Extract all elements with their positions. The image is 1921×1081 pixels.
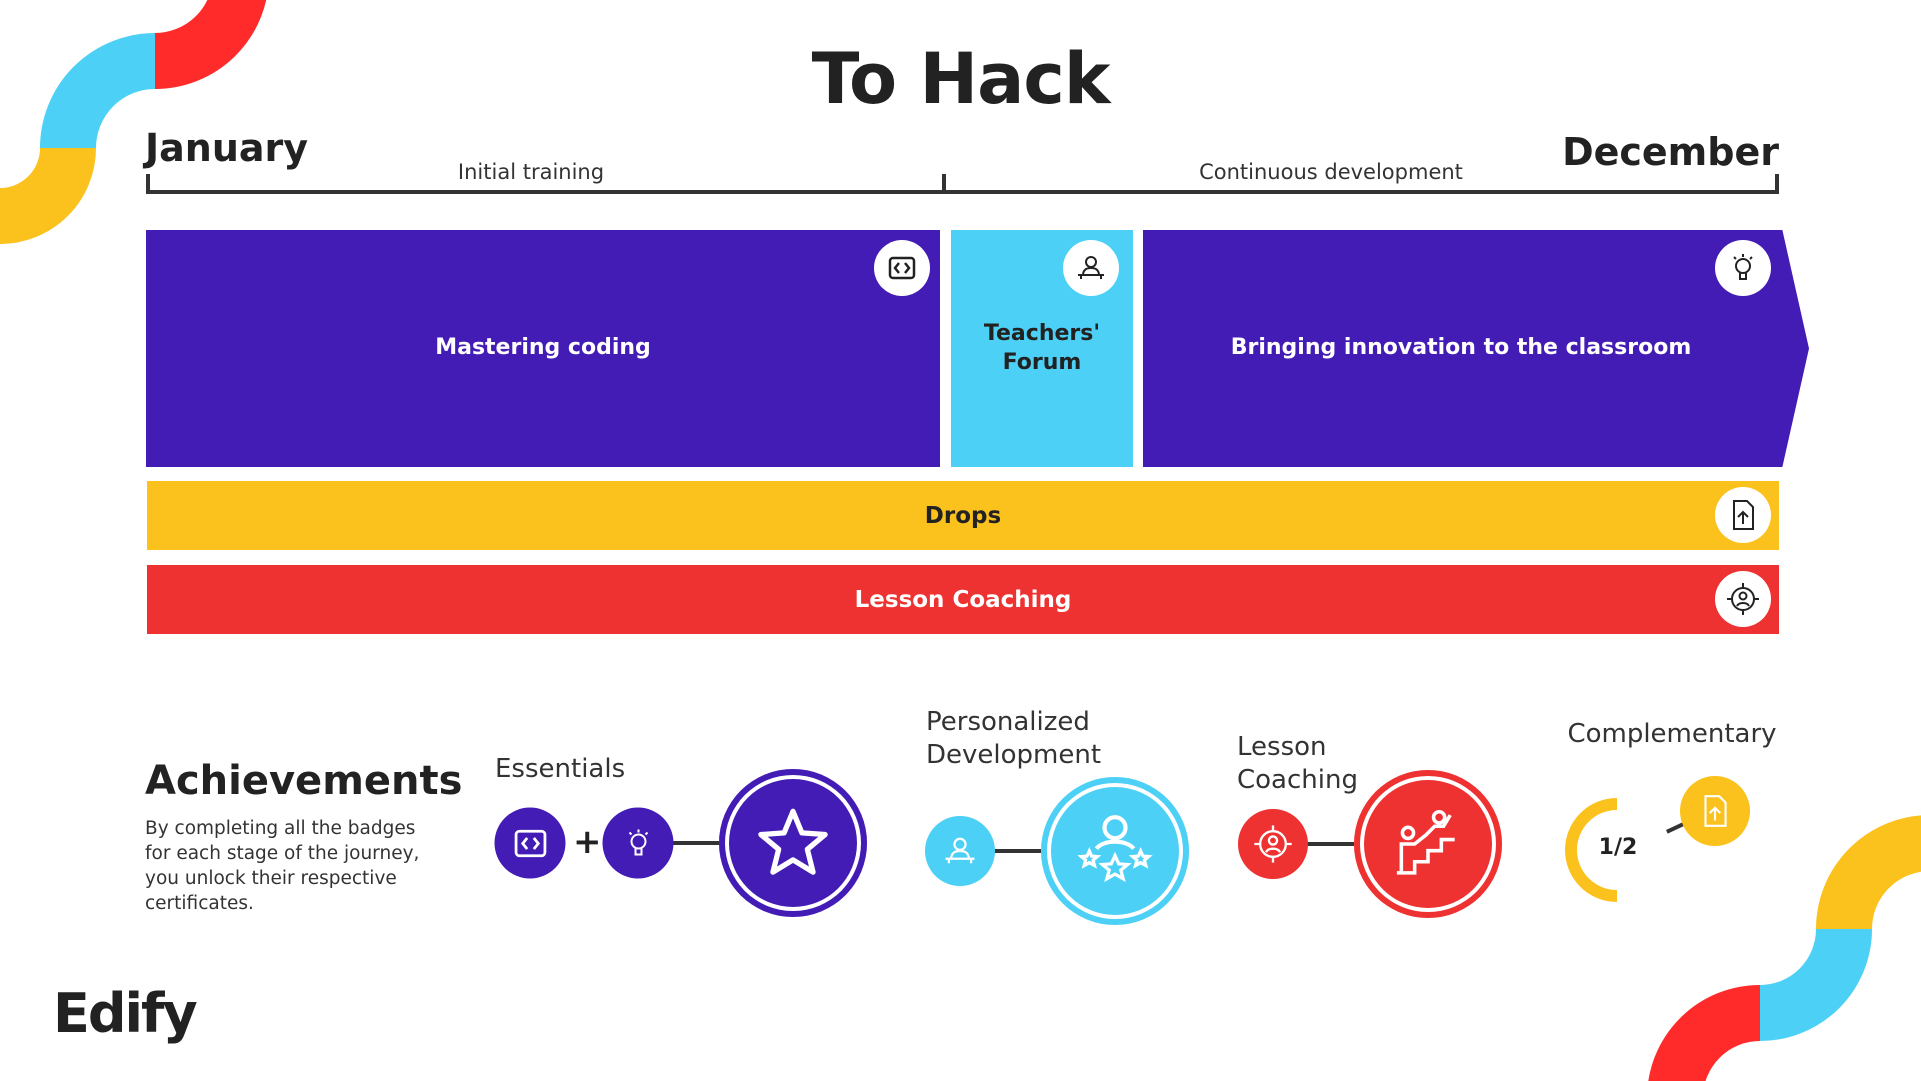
- phase-continuous-development: Continuous development: [1199, 160, 1463, 184]
- group-label-personalized-development: Personalized Development: [926, 707, 1102, 770]
- timeline-tick-end: [1775, 174, 1779, 194]
- lightbulb-icon: [1715, 240, 1771, 296]
- achievements-description: By completing all the badges for each st…: [145, 818, 420, 914]
- group-label-complementary: Complementary: [1567, 719, 1777, 749]
- certificate-lesson-coaching: [1354, 770, 1502, 918]
- badge-lesson-coaching: [1238, 809, 1308, 879]
- timeline-tick-mid: [942, 174, 946, 194]
- speaker-icon: [1063, 240, 1119, 296]
- connector-line: [1305, 842, 1355, 846]
- timeline-start: January: [145, 126, 309, 170]
- star-icon: [758, 808, 828, 875]
- badge-teachers-forum: [925, 816, 995, 886]
- connector-line: [990, 849, 1050, 853]
- stage-label: Mastering coding: [435, 335, 651, 361]
- group-label-essentials: Essentials: [495, 754, 626, 784]
- bar-label: Lesson Coaching: [854, 586, 1072, 613]
- coaching-network-icon: [1254, 825, 1292, 863]
- stage-teachers-forum: Teachers' Forum: [951, 230, 1133, 467]
- bar-label: Drops: [924, 502, 1002, 529]
- stage-bringing-innovation: Bringing innovation to the classroom: [1143, 230, 1809, 467]
- page-title: To Hack: [811, 38, 1111, 120]
- coaching-network-icon: [1715, 571, 1771, 627]
- group-label-lesson-coaching: Lesson Coaching: [1237, 732, 1358, 795]
- bar-lesson-coaching: Lesson Coaching: [147, 565, 1779, 634]
- timeline-tick-start: [146, 174, 150, 194]
- connector-line: [640, 841, 760, 845]
- timeline-axis: [146, 190, 1779, 194]
- code-icon: [514, 829, 546, 857]
- certificate-essentials: [719, 769, 867, 917]
- progress-text: 1/2: [1598, 835, 1638, 860]
- phase-initial-training: Initial training: [457, 160, 605, 184]
- file-upload-icon: [1704, 795, 1727, 827]
- file-upload-icon: [1715, 487, 1771, 543]
- certificate-personalized-development: [1041, 777, 1189, 925]
- lightbulb-icon: [628, 829, 648, 855]
- progress-arc: [1565, 798, 1618, 902]
- stage-label: Teachers' Forum: [983, 320, 1101, 375]
- timeline-end: December: [1562, 130, 1779, 174]
- badge-innovation: [602, 807, 674, 879]
- stage-label: Bringing innovation to the classroom: [1230, 335, 1692, 361]
- code-icon: [874, 240, 930, 296]
- bar-drops: Drops: [147, 481, 1779, 550]
- plus-sign: +: [573, 822, 602, 862]
- team-stars-icon: [1077, 815, 1153, 883]
- badge-code: [494, 807, 566, 879]
- mentoring-stairs-icon: [1396, 810, 1455, 875]
- achievements-title: Achievements: [145, 758, 463, 804]
- edify-logo: Edify: [53, 982, 198, 1045]
- stage-mastering-coding: Mastering coding: [146, 230, 940, 467]
- badge-drops: [1680, 776, 1750, 846]
- speaker-icon: [945, 837, 975, 864]
